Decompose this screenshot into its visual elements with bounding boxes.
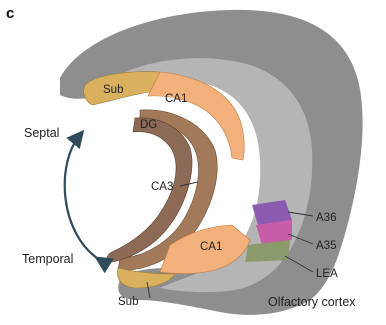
ca3-label: CA3	[151, 181, 173, 193]
ca1-top-label: CA1	[165, 93, 187, 105]
a36-label: A36	[316, 212, 336, 224]
sub-bottom-label: Sub	[118, 296, 138, 308]
sub-top-label: Sub	[103, 84, 123, 96]
temporal-label: Temporal	[22, 252, 73, 266]
ca1-bottom-label: CA1	[200, 241, 222, 253]
a35-label: A35	[316, 240, 336, 252]
septal-temporal-arrow	[65, 135, 100, 260]
dg-label: DG	[140, 119, 157, 131]
olfactory-cortex-label: Olfactory cortex	[268, 295, 356, 309]
panel-letter: c	[6, 5, 14, 22]
lea-label: LEA	[316, 268, 338, 280]
septal-label: Septal	[24, 126, 59, 140]
